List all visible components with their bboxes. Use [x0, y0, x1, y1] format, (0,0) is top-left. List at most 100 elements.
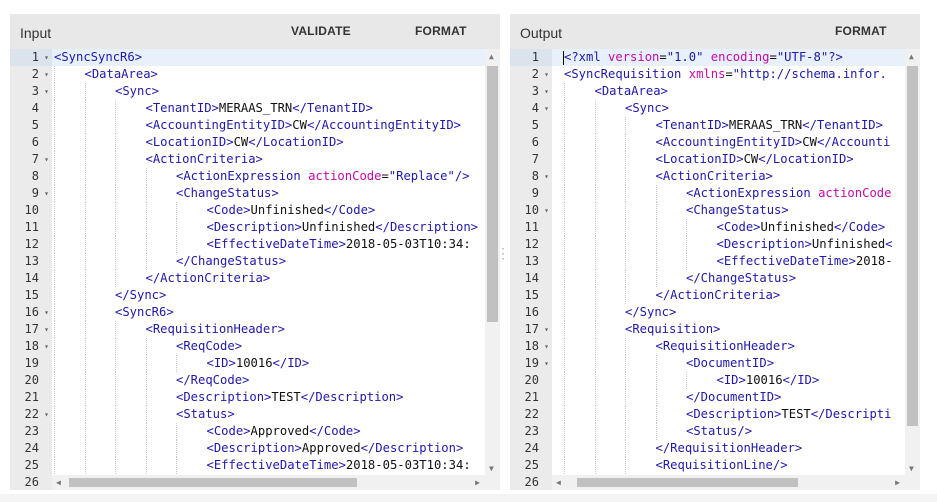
- scroll-down-icon[interactable]: ▼: [489, 464, 494, 473]
- output-vertical-scrollbar[interactable]: ▲ ▼: [905, 49, 920, 475]
- code-line[interactable]: <Code>Unfinished</Code>: [54, 202, 375, 219]
- drag-handle-icon[interactable]: ···: [501, 241, 505, 265]
- validate-button[interactable]: VALIDATE: [291, 24, 351, 38]
- code-line[interactable]: <DataArea>: [564, 83, 668, 100]
- code-line[interactable]: <Description>TEST</Descripti: [564, 406, 891, 423]
- code-line[interactable]: <AccountingEntityID>CW</AccountingEntity…: [54, 117, 461, 134]
- code-line[interactable]: <RequisitionHeader>: [54, 321, 285, 338]
- fold-toggle-icon[interactable]: ▾: [44, 53, 49, 62]
- code-line[interactable]: <Description>TEST</Description>: [54, 389, 403, 406]
- code-line[interactable]: <EffectiveDateTime>2018-: [564, 253, 893, 270]
- code-line[interactable]: </Sync>: [564, 304, 676, 321]
- fold-toggle-icon[interactable]: ▾: [44, 342, 49, 351]
- code-line[interactable]: </ChangeStatus>: [54, 253, 286, 270]
- code-line[interactable]: </Sync>: [54, 287, 166, 304]
- code-line[interactable]: <ActionExpression actionCode="Replace"/>: [54, 168, 470, 185]
- code-line[interactable]: <EffectiveDateTime>2018-05-03T10:34:: [54, 457, 471, 474]
- code-line[interactable]: <Code>Unfinished</Code>: [564, 219, 885, 236]
- fold-toggle-icon[interactable]: ▾: [44, 325, 49, 334]
- code-line[interactable]: </ReqCode>: [54, 372, 249, 389]
- code-line[interactable]: <TenantID>MERAAS_TRN</TenantID>: [54, 100, 373, 117]
- pane-splitter[interactable]: ···: [500, 14, 510, 490]
- code-line[interactable]: <LocationID>CW</LocationID>: [564, 151, 854, 168]
- code-line[interactable]: <Status/>: [564, 423, 752, 440]
- indent-guide: [54, 389, 85, 406]
- code-line[interactable]: <SyncSyncR6>: [54, 50, 143, 64]
- code-line[interactable]: <Sync>: [564, 100, 669, 117]
- code-line[interactable]: <Description>Approved</Description>: [54, 440, 463, 457]
- code-line[interactable]: </RequisitionHeader>: [564, 440, 802, 457]
- code-line[interactable]: <ID>10016</ID>: [564, 372, 819, 389]
- input-code-area[interactable]: <SyncSyncR6> <DataArea><Sync><TenantID>ME…: [52, 49, 500, 490]
- line-number: 8▾: [510, 168, 552, 185]
- fold-toggle-icon[interactable]: ▾: [544, 87, 549, 96]
- code-line[interactable]: <?xml version="1.0" encoding="UTF-8"?>: [563, 50, 843, 65]
- indent-guide: [655, 389, 687, 406]
- code-line[interactable]: </ActionCriteria>: [564, 287, 780, 304]
- code-line[interactable]: <Status>: [54, 406, 235, 423]
- code-line[interactable]: <SyncR6>: [54, 304, 174, 321]
- code-line[interactable]: <RequisitionLine/>: [564, 457, 788, 474]
- fold-toggle-icon[interactable]: ▾: [544, 104, 549, 113]
- fold-toggle-icon[interactable]: ▾: [544, 70, 549, 79]
- indent-guide: [145, 423, 177, 440]
- code-line[interactable]: </ChangeStatus>: [564, 270, 796, 287]
- fold-toggle-icon[interactable]: ▾: [544, 172, 549, 181]
- code-line[interactable]: <RequisitionHeader>: [564, 338, 795, 355]
- scroll-down-icon[interactable]: ▼: [909, 464, 914, 473]
- indent-guide: [594, 287, 626, 304]
- code-line[interactable]: <Description>Unfinished</Description>: [54, 219, 478, 236]
- indent-guide: [54, 83, 85, 100]
- code-line[interactable]: <ReqCode>: [54, 338, 242, 355]
- input-vertical-scroll-thumb[interactable]: [487, 66, 498, 322]
- fold-toggle-icon[interactable]: ▾: [44, 189, 49, 198]
- output-horizontal-scroll-thumb[interactable]: [577, 478, 798, 487]
- code-line[interactable]: <ChangeStatus>: [54, 185, 279, 202]
- scroll-left-icon[interactable]: ◀: [556, 478, 561, 487]
- code-line[interactable]: <EffectiveDateTime>2018-05-03T10:34:: [54, 236, 471, 253]
- fold-toggle-icon[interactable]: ▾: [44, 308, 49, 317]
- scroll-up-icon[interactable]: ▲: [909, 52, 914, 61]
- code-line[interactable]: </ActionCriteria>: [54, 270, 270, 287]
- code-line[interactable]: <Sync>: [54, 83, 159, 100]
- scroll-up-icon[interactable]: ▲: [489, 52, 494, 61]
- output-vertical-scroll-thumb[interactable]: [907, 66, 918, 426]
- output-format-button[interactable]: FORMAT: [835, 24, 887, 38]
- input-horizontal-scrollbar[interactable]: ◀ ▶: [52, 475, 500, 490]
- code-line[interactable]: <SyncRequisition xmlns="http://schema.in…: [564, 67, 887, 81]
- code-line[interactable]: <LocationID>CW</LocationID>: [54, 134, 344, 151]
- input-horizontal-scroll-thumb[interactable]: [69, 478, 357, 487]
- input-format-button[interactable]: FORMAT: [415, 24, 467, 38]
- code-line[interactable]: <ChangeStatus>: [564, 202, 789, 219]
- code-line[interactable]: </DocumentID>: [564, 389, 781, 406]
- indent-guide: [564, 440, 595, 457]
- scroll-right-icon[interactable]: ▶: [475, 478, 480, 487]
- output-horizontal-scrollbar[interactable]: ◀ ▶: [552, 475, 920, 490]
- code-line[interactable]: <DocumentID>: [564, 355, 774, 372]
- code-line[interactable]: <ActionCriteria>: [564, 168, 773, 185]
- fold-toggle-icon[interactable]: ▾: [44, 155, 49, 164]
- fold-toggle-icon[interactable]: ▾: [44, 87, 49, 96]
- fold-toggle-icon[interactable]: ▾: [544, 359, 549, 368]
- code-line[interactable]: <TenantID>MERAAS_TRN</TenantID>: [564, 117, 883, 134]
- fold-toggle-icon[interactable]: ▾: [544, 206, 549, 215]
- code-line[interactable]: <Description>Unfinished<: [564, 236, 893, 253]
- scroll-left-icon[interactable]: ◀: [56, 478, 61, 487]
- fold-toggle-icon[interactable]: ▾: [544, 342, 549, 351]
- code-line[interactable]: <ID>10016</ID>: [54, 355, 309, 372]
- fold-toggle-icon[interactable]: ▾: [544, 325, 549, 334]
- code-line[interactable]: <Code>Approved</Code>: [54, 423, 361, 440]
- fold-toggle-icon[interactable]: ▾: [44, 410, 49, 419]
- code-line[interactable]: <DataArea>: [54, 66, 158, 83]
- code-line[interactable]: <ActionCriteria>: [54, 151, 263, 168]
- code-line[interactable]: <Requisition>: [564, 321, 720, 338]
- output-code-area[interactable]: <?xml version="1.0" encoding="UTF-8"?> <S…: [552, 49, 920, 490]
- fold-toggle-icon[interactable]: ▾: [44, 70, 49, 79]
- code-line[interactable]: <AccountingEntityID>CW</Accounti: [564, 134, 890, 151]
- input-vertical-scrollbar[interactable]: ▲ ▼: [485, 49, 500, 475]
- scroll-right-icon[interactable]: ▶: [895, 478, 900, 487]
- line-number: 1: [510, 49, 552, 66]
- code-line[interactable]: <ActionExpression actionCode: [564, 185, 891, 202]
